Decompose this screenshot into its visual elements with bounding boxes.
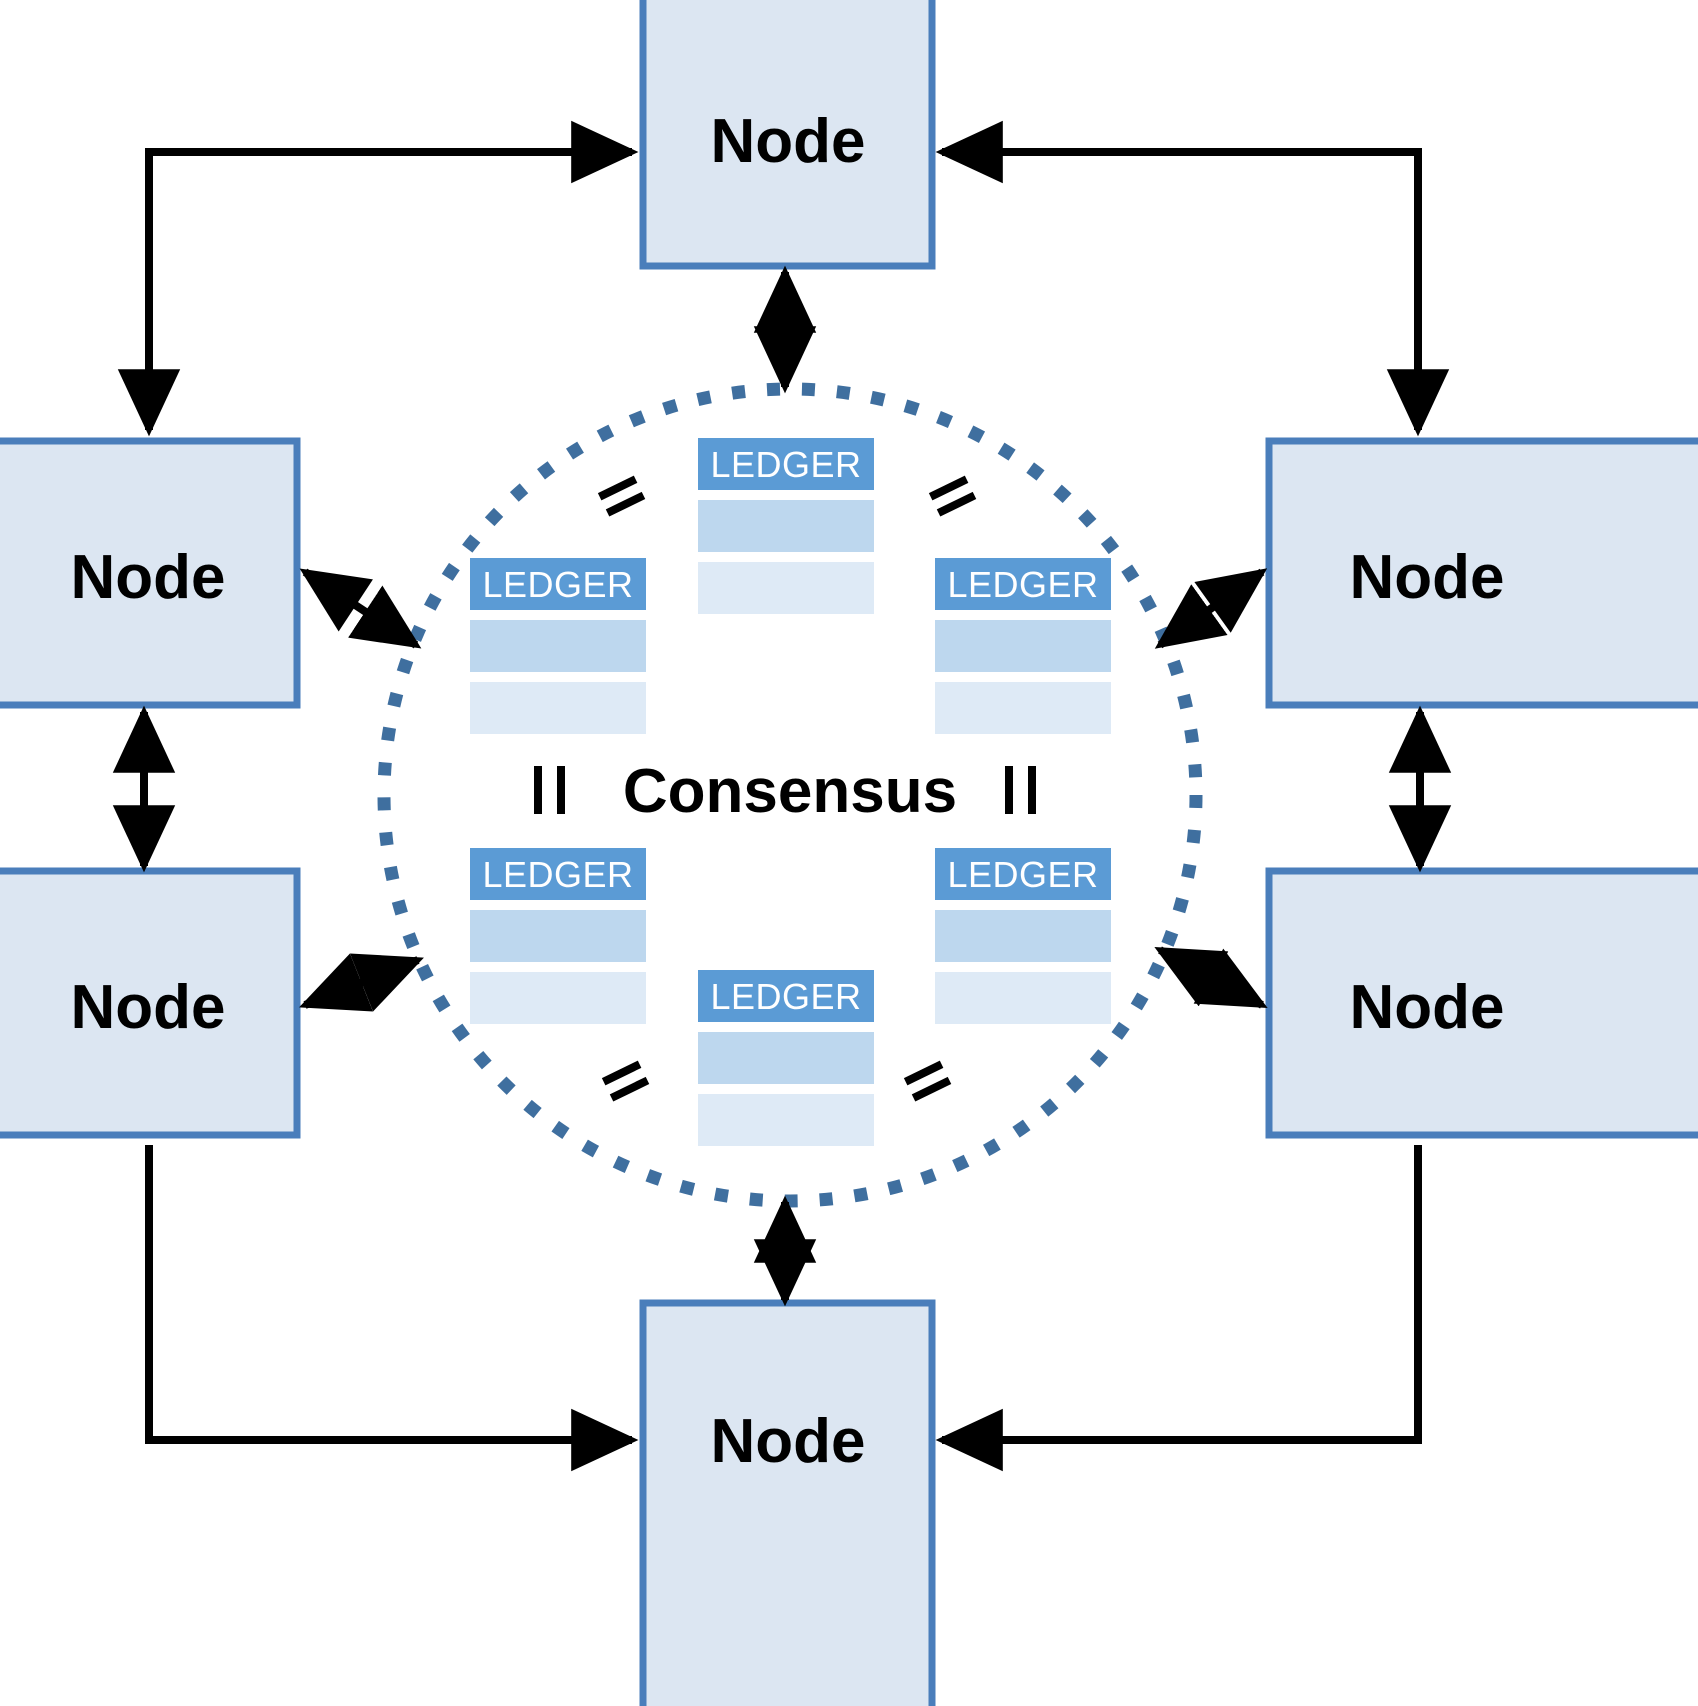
conn-right-lower-to-center <box>1154 946 1268 1009</box>
ledger-top-header <box>698 438 874 490</box>
ledger-upper-left-header <box>470 558 646 610</box>
conn-right-upper-to-center <box>1154 568 1268 649</box>
ledger-lower-left-row-2 <box>470 972 646 1024</box>
ledger-upper-right[interactable]: LEDGER <box>935 558 1111 734</box>
node-left-lower-label: Node <box>71 973 226 1042</box>
ledger-bottom-header <box>698 970 874 1022</box>
conn-topright-elbow <box>935 120 1450 437</box>
ledger-lower-right-label: LEDGER <box>947 854 1098 895</box>
ledger-upper-left-row-1 <box>470 620 646 672</box>
equals-bottom-left-icon <box>601 1060 650 1102</box>
node-left-upper-label: Node <box>71 543 226 612</box>
ledger-top[interactable]: LEDGER <box>698 438 874 614</box>
ledger-bottom-row-2 <box>698 1094 874 1146</box>
ledger-top-row-2 <box>698 562 874 614</box>
conn-topleft-elbow <box>117 120 639 437</box>
node-right-lower-label: Node <box>1350 973 1505 1042</box>
ledger-upper-left-label: LEDGER <box>482 564 633 605</box>
ledger-bottom-row-1 <box>698 1032 874 1084</box>
node-top-label: Node <box>711 107 866 176</box>
ledger-lower-right-row-1 <box>935 910 1111 962</box>
ledger-lower-left[interactable]: LEDGER <box>470 848 646 1024</box>
conn-bottomleft-elbow <box>145 1145 639 1472</box>
equals-mid-left-icon <box>534 766 565 814</box>
ledger-lower-left-row-1 <box>470 910 646 962</box>
consensus-label: Consensus <box>623 757 957 826</box>
ledger-upper-right-row-2 <box>935 682 1111 734</box>
ledger-bottom[interactable]: LEDGER <box>698 970 874 1146</box>
equals-bottom-right-icon <box>903 1060 952 1102</box>
ledger-upper-left-row-2 <box>470 682 646 734</box>
equals-mid-right-icon <box>1005 766 1036 814</box>
ledger-lower-left-header <box>470 848 646 900</box>
node-right-upper[interactable]: Node <box>1265 437 1698 709</box>
ledger-upper-left[interactable]: LEDGER <box>470 558 646 734</box>
node-bottom[interactable]: Node <box>639 1299 936 1706</box>
conn-left-upper-to-center <box>299 568 422 649</box>
ledger-top-label: LEDGER <box>710 444 861 485</box>
ledger-lower-right-header <box>935 848 1111 900</box>
ledger-upper-right-label: LEDGER <box>947 564 1098 605</box>
node-left-upper[interactable]: Node <box>0 437 301 709</box>
node-top[interactable]: Node <box>639 0 936 270</box>
node-right-lower[interactable]: Node <box>1265 867 1698 1139</box>
node-bottom-label: Node <box>711 1407 866 1476</box>
conn-bottomright-elbow <box>935 1145 1422 1472</box>
ledger-bottom-label: LEDGER <box>710 976 861 1017</box>
ledger-lower-right[interactable]: LEDGER <box>935 848 1111 1024</box>
node-left-lower[interactable]: Node <box>0 867 301 1139</box>
node-right-upper-label: Node <box>1350 543 1505 612</box>
equals-top-right-icon <box>928 475 977 517</box>
conn-left-lower-to-center <box>299 953 424 1012</box>
ledger-upper-right-row-1 <box>935 620 1111 672</box>
ledger-upper-right-header <box>935 558 1111 610</box>
ledger-lower-left-label: LEDGER <box>482 854 633 895</box>
ledger-top-row-1 <box>698 500 874 552</box>
ledger-lower-right-row-2 <box>935 972 1111 1024</box>
equals-top-left-icon <box>597 475 646 517</box>
